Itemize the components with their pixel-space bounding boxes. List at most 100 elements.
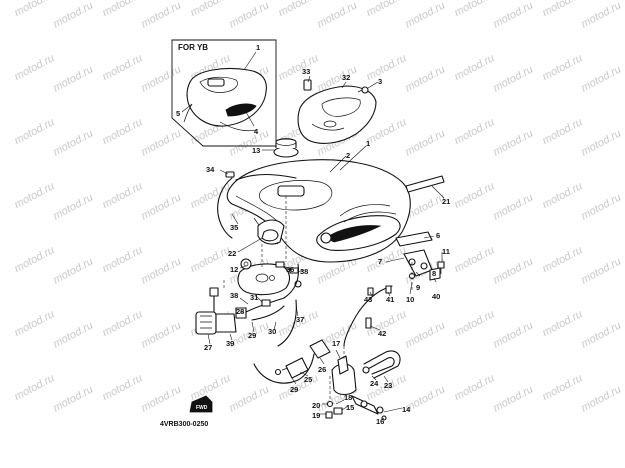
callout-31: 31 [250, 293, 258, 302]
watermark-text: motod.ru [491, 319, 535, 350]
cable-42 [343, 285, 393, 347]
watermark-text: motod.ru [139, 383, 183, 414]
fwd-arrow: FWD [189, 395, 213, 413]
fuel-cap [273, 138, 299, 158]
watermark-text: motod.ru [491, 191, 535, 222]
callout-1: 1 [366, 139, 370, 148]
fuel-filter [274, 357, 309, 379]
breather-hose [217, 171, 297, 239]
watermark-text: motod.ru [139, 191, 183, 222]
callout-42: 42 [378, 329, 386, 338]
fuel-tank [226, 159, 411, 263]
callout-10: 10 [406, 295, 414, 304]
watermark-text: motod.ru [100, 244, 144, 275]
watermark-text: motod.ru [579, 255, 623, 286]
watermark-text: motod.ru [579, 63, 623, 94]
watermark-text: motod.ru [540, 52, 584, 83]
watermark-text: motod.ru [579, 383, 623, 414]
callout-12: 12 [230, 265, 238, 274]
watermark-text: motod.ru [579, 191, 623, 222]
callout-8: 8 [432, 269, 436, 278]
watermark-text: motod.ru [100, 0, 144, 19]
watermark-text: motod.ru [12, 116, 56, 147]
callout-41: 41 [386, 295, 394, 304]
callout-11: 11 [442, 247, 450, 256]
watermark-text: motod.ru [51, 127, 95, 158]
callout-9: 9 [416, 283, 420, 292]
sub-tank [237, 263, 291, 296]
callout-40: 40 [432, 292, 440, 301]
drawing-code: 4VRB300-0250 [160, 421, 208, 428]
watermark-text: motod.ru [403, 319, 447, 350]
watermark-text: motod.ru [12, 0, 56, 19]
callout-3: 3 [378, 77, 382, 86]
callout-16: 16 [376, 417, 384, 426]
callout-19: 19 [312, 411, 320, 420]
callout-32: 32 [342, 73, 350, 82]
callout-20: 20 [312, 401, 320, 410]
watermark-text: motod.ru [139, 255, 183, 286]
callout-37: 37 [296, 315, 304, 324]
fuel-cock [309, 339, 387, 421]
callout-28: 28 [236, 307, 244, 316]
callout-13: 13 [252, 146, 260, 155]
watermark-text: motod.ru [12, 308, 56, 339]
rear-bracket [395, 231, 441, 281]
callout-43: 43 [364, 295, 372, 304]
watermark-text: motod.ru [452, 244, 496, 275]
fuel-hoses [245, 263, 315, 384]
watermark-text: motod.ru [100, 52, 144, 83]
callout-5: 5 [176, 109, 180, 118]
callout-15: 15 [346, 403, 354, 412]
watermark-text: motod.ru [276, 52, 320, 83]
watermark-text: motod.ru [51, 0, 95, 30]
tank-cover [297, 79, 377, 144]
callout-7: 7 [378, 257, 382, 266]
watermark-text: motod.ru [540, 116, 584, 147]
watermark-text: motod.ru [452, 308, 496, 339]
watermark-text: motod.ru [364, 0, 408, 19]
watermark-text: motod.ru [227, 0, 271, 30]
watermark-text: motod.ru [452, 116, 496, 147]
watermark-text: motod.ru [139, 319, 183, 350]
callout-22: 22 [228, 249, 236, 258]
callout-33: 33 [302, 67, 310, 76]
callout-27: 27 [204, 343, 212, 352]
watermark-text: motod.ru [188, 0, 232, 19]
fwd-label: FWD [196, 405, 208, 411]
watermark-text: motod.ru [540, 308, 584, 339]
watermark-text: motod.ru [540, 372, 584, 403]
watermark-text: motod.ru [139, 0, 183, 30]
callout-30: 30 [268, 327, 276, 336]
watermark-text: motod.ru [227, 127, 271, 158]
trim-strip [405, 175, 445, 193]
watermark-text: motod.ru [51, 63, 95, 94]
watermark-text: motod.ru [579, 319, 623, 350]
watermark-text: motod.ru [12, 372, 56, 403]
callout-23: 23 [384, 381, 392, 390]
watermark-text: motod.ru [403, 63, 447, 94]
callout-labels: 1 4 5 32 3 33 1 2 13 34 35 21 6 7 22 12 … [176, 43, 450, 426]
callout-36: 36 [286, 265, 294, 274]
watermark-text: motod.ru [51, 255, 95, 286]
callout-29: 29 [248, 331, 256, 340]
inset-decal [225, 103, 257, 117]
inset-fuel-tank [186, 67, 267, 127]
watermark-text: motod.ru [452, 180, 496, 211]
callout-2: 2 [346, 151, 350, 160]
callout-38: 38 [300, 267, 308, 276]
inset-for-yb: FOR YB [171, 39, 277, 147]
callout-6: 6 [436, 231, 440, 240]
watermark-text: motod.ru [51, 383, 95, 414]
watermark-text: motod.ru [276, 0, 320, 19]
watermark-text: motod.ru [540, 244, 584, 275]
bolt-11 [437, 261, 445, 274]
watermark-text: motod.ru [579, 0, 623, 30]
inset-title: FOR YB [178, 43, 208, 52]
callout-25: 25 [304, 375, 312, 384]
watermark-text: motod.ru [452, 0, 496, 19]
assembly-guides [223, 196, 413, 402]
watermark-text: motod.ru [276, 372, 320, 403]
watermark-text: motod.ru [51, 191, 95, 222]
